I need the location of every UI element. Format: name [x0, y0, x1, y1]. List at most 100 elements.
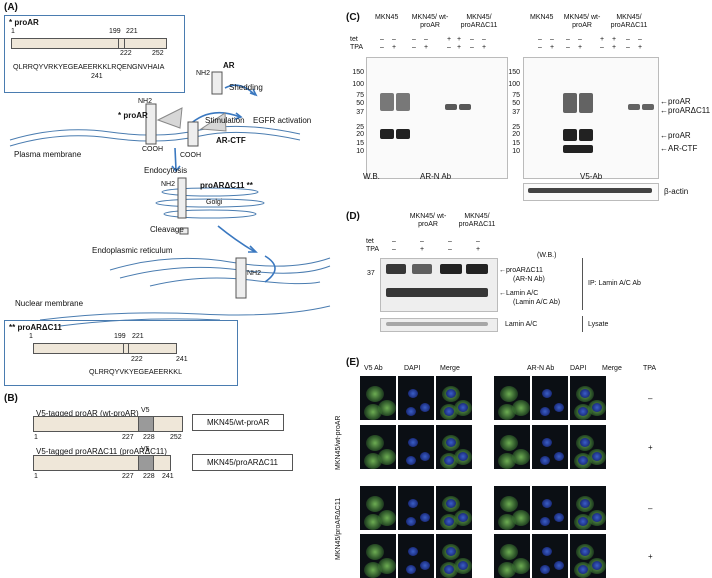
- dc-construct-title: V5-tagged proARΔC11 (proARΔC11): [36, 447, 167, 456]
- cell-nucleus: [580, 389, 590, 398]
- c-mw-marker-right: 20: [512, 131, 520, 138]
- micrograph-tile: [360, 425, 396, 469]
- c-tpa-label: TPA: [350, 44, 364, 51]
- c-mw-marker-left: 150: [352, 69, 364, 76]
- micrograph-tile: [532, 425, 568, 469]
- micrograph-tile: [532, 486, 568, 530]
- cell-nucleus: [592, 403, 602, 412]
- e-tpa-sign: –: [648, 394, 653, 403]
- cell-nucleus: [578, 456, 588, 465]
- cell-nucleus: [592, 513, 602, 522]
- cell-nucleus: [578, 565, 588, 574]
- d-tet-sign: –: [420, 238, 424, 245]
- micrograph-tile: [436, 425, 472, 469]
- nh2-mid-label: NH2: [161, 181, 176, 188]
- cell-nucleus: [406, 407, 416, 416]
- cell-green-signal: [366, 496, 384, 512]
- c-tpa-sign-right: –: [566, 44, 570, 51]
- c-mw-marker-left: 15: [356, 140, 364, 147]
- cell-nucleus: [458, 513, 468, 522]
- d-tpa-label: TPA: [366, 246, 380, 253]
- c-tet-sign-left: +: [457, 36, 462, 43]
- c-mw-marker-right: 25: [512, 124, 520, 131]
- cell-nucleus: [542, 499, 552, 508]
- c-blot-v5: [523, 57, 659, 179]
- dc11-n199: 199: [114, 333, 126, 340]
- cell-nucleus: [444, 407, 454, 416]
- dc11-n1: 1: [29, 333, 33, 340]
- cell-nucleus: [446, 389, 456, 398]
- c-mw-marker-right: 37: [512, 109, 520, 116]
- dc-cell-line-box: MKN45/proARΔC11: [192, 454, 293, 471]
- cell-nucleus: [408, 389, 418, 398]
- cell-nucleus: [578, 517, 588, 526]
- c-tet-sign-left: –: [424, 36, 428, 43]
- cell-green-signal: [498, 562, 516, 578]
- c-tet-sign-right: –: [538, 36, 542, 43]
- wt-construct-title: V5-tagged proAR (wt-proAR): [36, 409, 139, 418]
- ar-ctf-label: AR-CTF: [216, 136, 246, 145]
- cell-nucleus: [578, 407, 588, 416]
- cell-nucleus: [540, 407, 550, 416]
- c-tet-sign-right: –: [638, 36, 642, 43]
- c-tpa-sign-left: +: [457, 44, 462, 51]
- c-mw-marker-right: 100: [508, 81, 520, 88]
- cell-green-signal: [366, 386, 384, 402]
- d-lysate-blot: [380, 318, 498, 332]
- dc11-box-title: ** proARΔC11: [9, 323, 62, 332]
- c-arrow-proar-top: ←proAR: [660, 97, 691, 106]
- cleavage-label: Cleavage: [150, 225, 184, 234]
- wt-v5-label: V5: [141, 407, 150, 414]
- micrograph-tile: [494, 486, 530, 530]
- cell-nucleus: [540, 565, 550, 574]
- dc-n241: 241: [162, 473, 174, 480]
- micrograph-tile: [436, 376, 472, 420]
- micrograph-tile: [398, 376, 434, 420]
- d-lysate-label: Lysate: [588, 321, 609, 328]
- cell-nucleus: [420, 403, 430, 412]
- c-tpa-sign-left: –: [470, 44, 474, 51]
- c-tet-sign-left: +: [447, 36, 452, 43]
- c-tet-sign-right: –: [578, 36, 582, 43]
- e-arn-header: AR-N Ab: [527, 365, 555, 372]
- c-mw-marker-right: 150: [508, 69, 520, 76]
- c-tpa-sign-right: –: [600, 44, 604, 51]
- c-tet-sign-left: –: [392, 36, 396, 43]
- c-tet-sign-left: –: [412, 36, 416, 43]
- cell-nucleus: [554, 403, 564, 412]
- cell-nucleus: [542, 438, 552, 447]
- cell-nucleus: [408, 547, 418, 556]
- c-col-mkn45-left: MKN45: [375, 14, 399, 21]
- dc-n1: 1: [34, 473, 38, 480]
- c-col-mkn45-right: MKN45: [530, 14, 554, 21]
- nh2-left-label: NH2: [138, 98, 153, 105]
- c-tet-sign-right: –: [566, 36, 570, 43]
- proar-n222: 222: [120, 50, 132, 57]
- micrograph-tile: [398, 486, 434, 530]
- cell-nucleus: [542, 547, 552, 556]
- cell-green-signal: [378, 449, 396, 465]
- cell-nucleus: [420, 452, 430, 461]
- d-tpa-sign: –: [392, 246, 396, 253]
- c-mw-marker-left: 37: [356, 109, 364, 116]
- panel-d-label: (D): [346, 211, 360, 222]
- e-tpa-sign: +: [648, 552, 653, 561]
- c-tpa-sign-left: +: [392, 44, 397, 51]
- panel-a-label: (A): [4, 2, 18, 13]
- d-tpa-sign: –: [448, 246, 452, 253]
- c-mw-marker-right: 50: [512, 100, 520, 107]
- e-tpa-sign: +: [648, 443, 653, 452]
- c-tpa-sign-left: –: [447, 44, 451, 51]
- cell-nucleus: [406, 456, 416, 465]
- c-col-wt-right: MKN45/ wt-proAR: [563, 14, 601, 29]
- cell-green-signal: [512, 400, 530, 416]
- cell-nucleus: [420, 561, 430, 570]
- c-tet-label: tet: [350, 36, 358, 43]
- e-merge-header-2: Merge: [602, 365, 622, 372]
- dc-v5-tag: [138, 455, 154, 471]
- e-dapi-header-2: DAPI: [570, 365, 587, 372]
- e-merge-header-1: Merge: [440, 365, 460, 372]
- proar-bar: [11, 38, 167, 49]
- cooh1-label: COOH: [142, 146, 163, 153]
- c-tpa-sign-left: +: [424, 44, 429, 51]
